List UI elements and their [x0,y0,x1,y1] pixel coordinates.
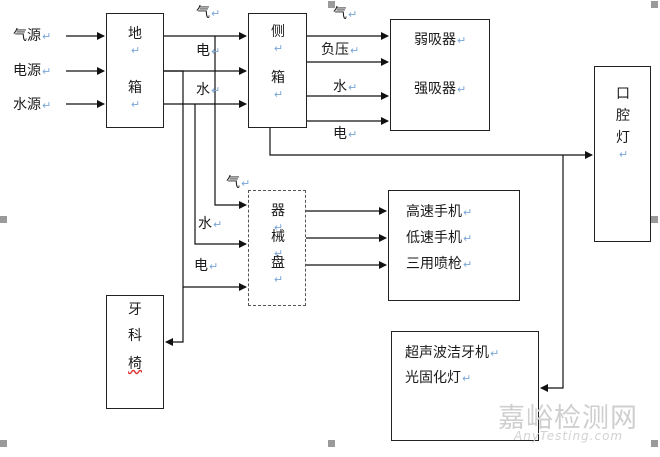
curing-light-label: 光固化灯↵ [405,370,472,386]
triple-syringe-label: 三用喷枪↵ [406,256,473,272]
gas-to-tray-line [214,36,247,209]
selection-handle[interactable] [0,216,7,223]
selection-handle[interactable] [651,1,658,8]
lamp-feed-line [269,127,593,159]
tray-water-label: 水↵ [198,216,223,232]
oral-lamp-label-2: 腔 [616,108,630,124]
low-speed-handpiece-label: 低速手机↵ [406,230,473,246]
chair-label-2: 科 [128,328,142,344]
tray-gas-label: 气↵ [226,175,251,191]
electric-to-chair-line [164,70,184,346]
side-box-label-1: 侧↵ [271,24,285,55]
oral-lamp-box[interactable] [594,66,651,242]
negative-pressure-label: 负压↵ [321,42,360,58]
power-source-label: 电源↵ [13,63,52,79]
tray-label-1: 器↵ [271,203,285,234]
water-to-tray-line [194,104,247,248]
suction-box[interactable] [390,19,490,131]
side-gas-label: 气↵ [333,6,358,22]
water-source-label: 水源↵ [13,97,52,113]
gas-source-label: 气源↵ [13,28,52,44]
chair-label-1: 牙 [128,302,142,318]
selection-handle[interactable] [651,216,658,223]
ultrasonic-box[interactable] [391,331,539,441]
selection-handle[interactable] [651,440,658,447]
strong-suction-label: 强吸器↵ [414,81,467,97]
tray-electric-label: 电↵ [194,258,219,274]
floor-box-label-1: 地↵ [128,26,142,57]
floor-box[interactable] [106,13,164,128]
side-box-label-2: 箱↵ [271,70,285,101]
floor-box-label-2: 箱↵ [128,80,142,111]
tray-label-3: 盘↵ [271,255,285,286]
weak-suction-label: 弱吸器↵ [414,32,467,48]
gas-line-label: 气↵ [196,5,221,21]
high-speed-handpiece-label: 高速手机↵ [406,204,473,220]
instrument-tray-box[interactable] [248,190,306,306]
watermark-url: AnyTesting.com [514,429,624,443]
chair-label-3: 椅 [128,356,142,372]
ultrasonic-feed-line [540,155,564,392]
oral-lamp-label-1: 口 [616,86,630,102]
side-box[interactable] [248,13,307,128]
handpieces-box[interactable] [388,190,520,301]
oral-lamp-label-3: 灯↵ [616,130,630,161]
selection-handle[interactable] [0,440,7,447]
water-line-label: 水↵ [196,82,221,98]
selection-handle[interactable] [328,440,335,447]
tray-label-2: 械↵ [271,229,285,260]
watermark-logo: 嘉峪检测网 [498,403,638,434]
ultrasonic-scaler-label: 超声波洁牙机↵ [405,345,500,361]
side-water-label: 水↵ [333,79,358,95]
selection-handle[interactable] [328,1,335,8]
dental-chair-box[interactable] [106,295,164,409]
electric-line-label: 电↵ [196,43,221,59]
side-electric-label: 电↵ [333,126,358,142]
